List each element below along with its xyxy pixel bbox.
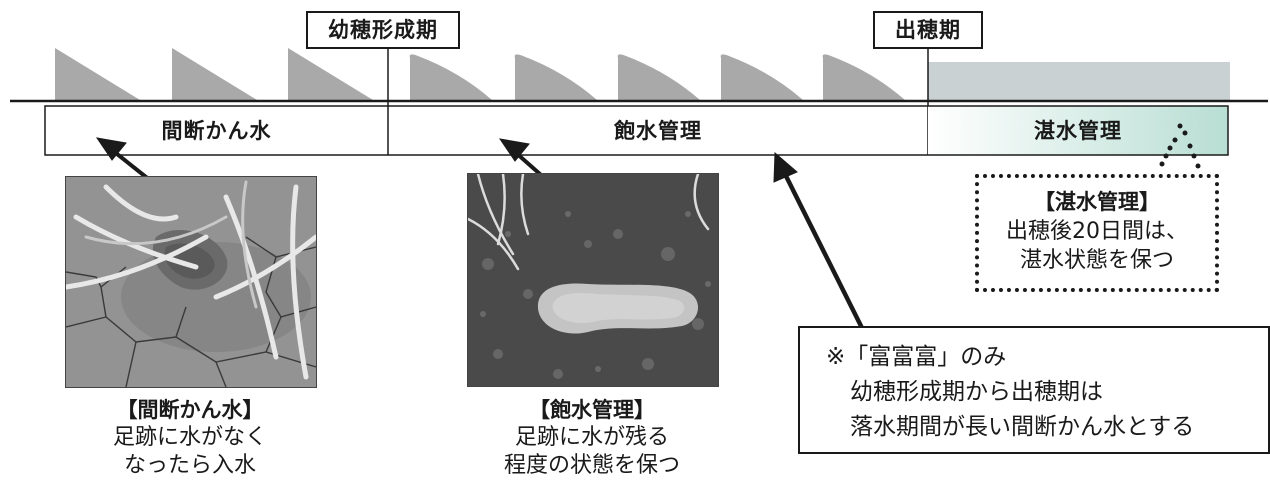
arrowhead — [773, 151, 798, 183]
arrowhead — [498, 138, 530, 162]
wet-soil-footprint-photo — [467, 173, 719, 387]
flooded-water-fill — [928, 62, 1230, 100]
water-wedge — [514, 54, 597, 100]
caption-saturated: 【飽水管理】 足跡に水が残る 程度の状態を保つ — [467, 396, 717, 480]
note-line: ※「富富富」のみ — [826, 344, 1007, 370]
water-wedge — [409, 54, 492, 100]
water-wedge — [822, 54, 905, 100]
caption-line: なったら入水 — [123, 453, 256, 478]
water-wedge — [172, 48, 257, 100]
stage-label-intermittent: 間断かん水 — [161, 119, 272, 143]
caption-intermittent: 【間断かん水】 足跡に水がなく なったら入水 — [65, 396, 315, 480]
stage-label-saturated: 飽水管理 — [614, 119, 702, 143]
note-line: 幼穂形成期から出穂期は — [850, 379, 1103, 405]
flooded-callout: 【湛水管理】 出穂後20日間は、 湛水状態を保つ — [975, 174, 1219, 292]
cracked-dry-soil-footprint-photo — [65, 176, 317, 388]
caption-title: 【間断かん水】 — [116, 398, 264, 422]
stage-bar — [44, 105, 1229, 156]
arrow-note — [781, 170, 865, 330]
stage-bar-flood-bg — [928, 106, 1228, 155]
water-wedge — [288, 48, 373, 100]
intermittent-water-wedges — [55, 48, 373, 100]
water-wedge — [720, 54, 803, 100]
callout-line: 湛水状態を保つ — [1019, 248, 1174, 273]
flood-callout-leader — [1159, 123, 1201, 169]
caption-line: 足跡に水がなく — [112, 425, 267, 450]
callout-title: 【湛水管理】 — [1034, 190, 1160, 214]
fufufu-note-box: ※「富富富」のみ 幼穂形成期から出穂期は 落水期間が長い間断かん水とする — [798, 326, 1270, 454]
arrowhead — [95, 137, 127, 161]
caption-line: 程度の状態を保つ — [503, 453, 680, 478]
stage-label-flooded: 湛水管理 — [1034, 119, 1122, 143]
saturated-water-wedges — [409, 54, 905, 100]
water-wedge — [55, 48, 140, 100]
caption-title: 【飽水管理】 — [529, 398, 655, 422]
milestone-heading: 出穂期 — [873, 11, 983, 49]
callout-line: 出穂後20日間は、 — [1006, 219, 1188, 244]
caption-line: 足跡に水が残る — [514, 425, 669, 450]
note-line: 落水期間が長い間断かん水とする — [850, 414, 1195, 440]
milestone-panicle-formation: 幼穂形成期 — [306, 11, 460, 49]
water-wedge — [617, 54, 700, 100]
